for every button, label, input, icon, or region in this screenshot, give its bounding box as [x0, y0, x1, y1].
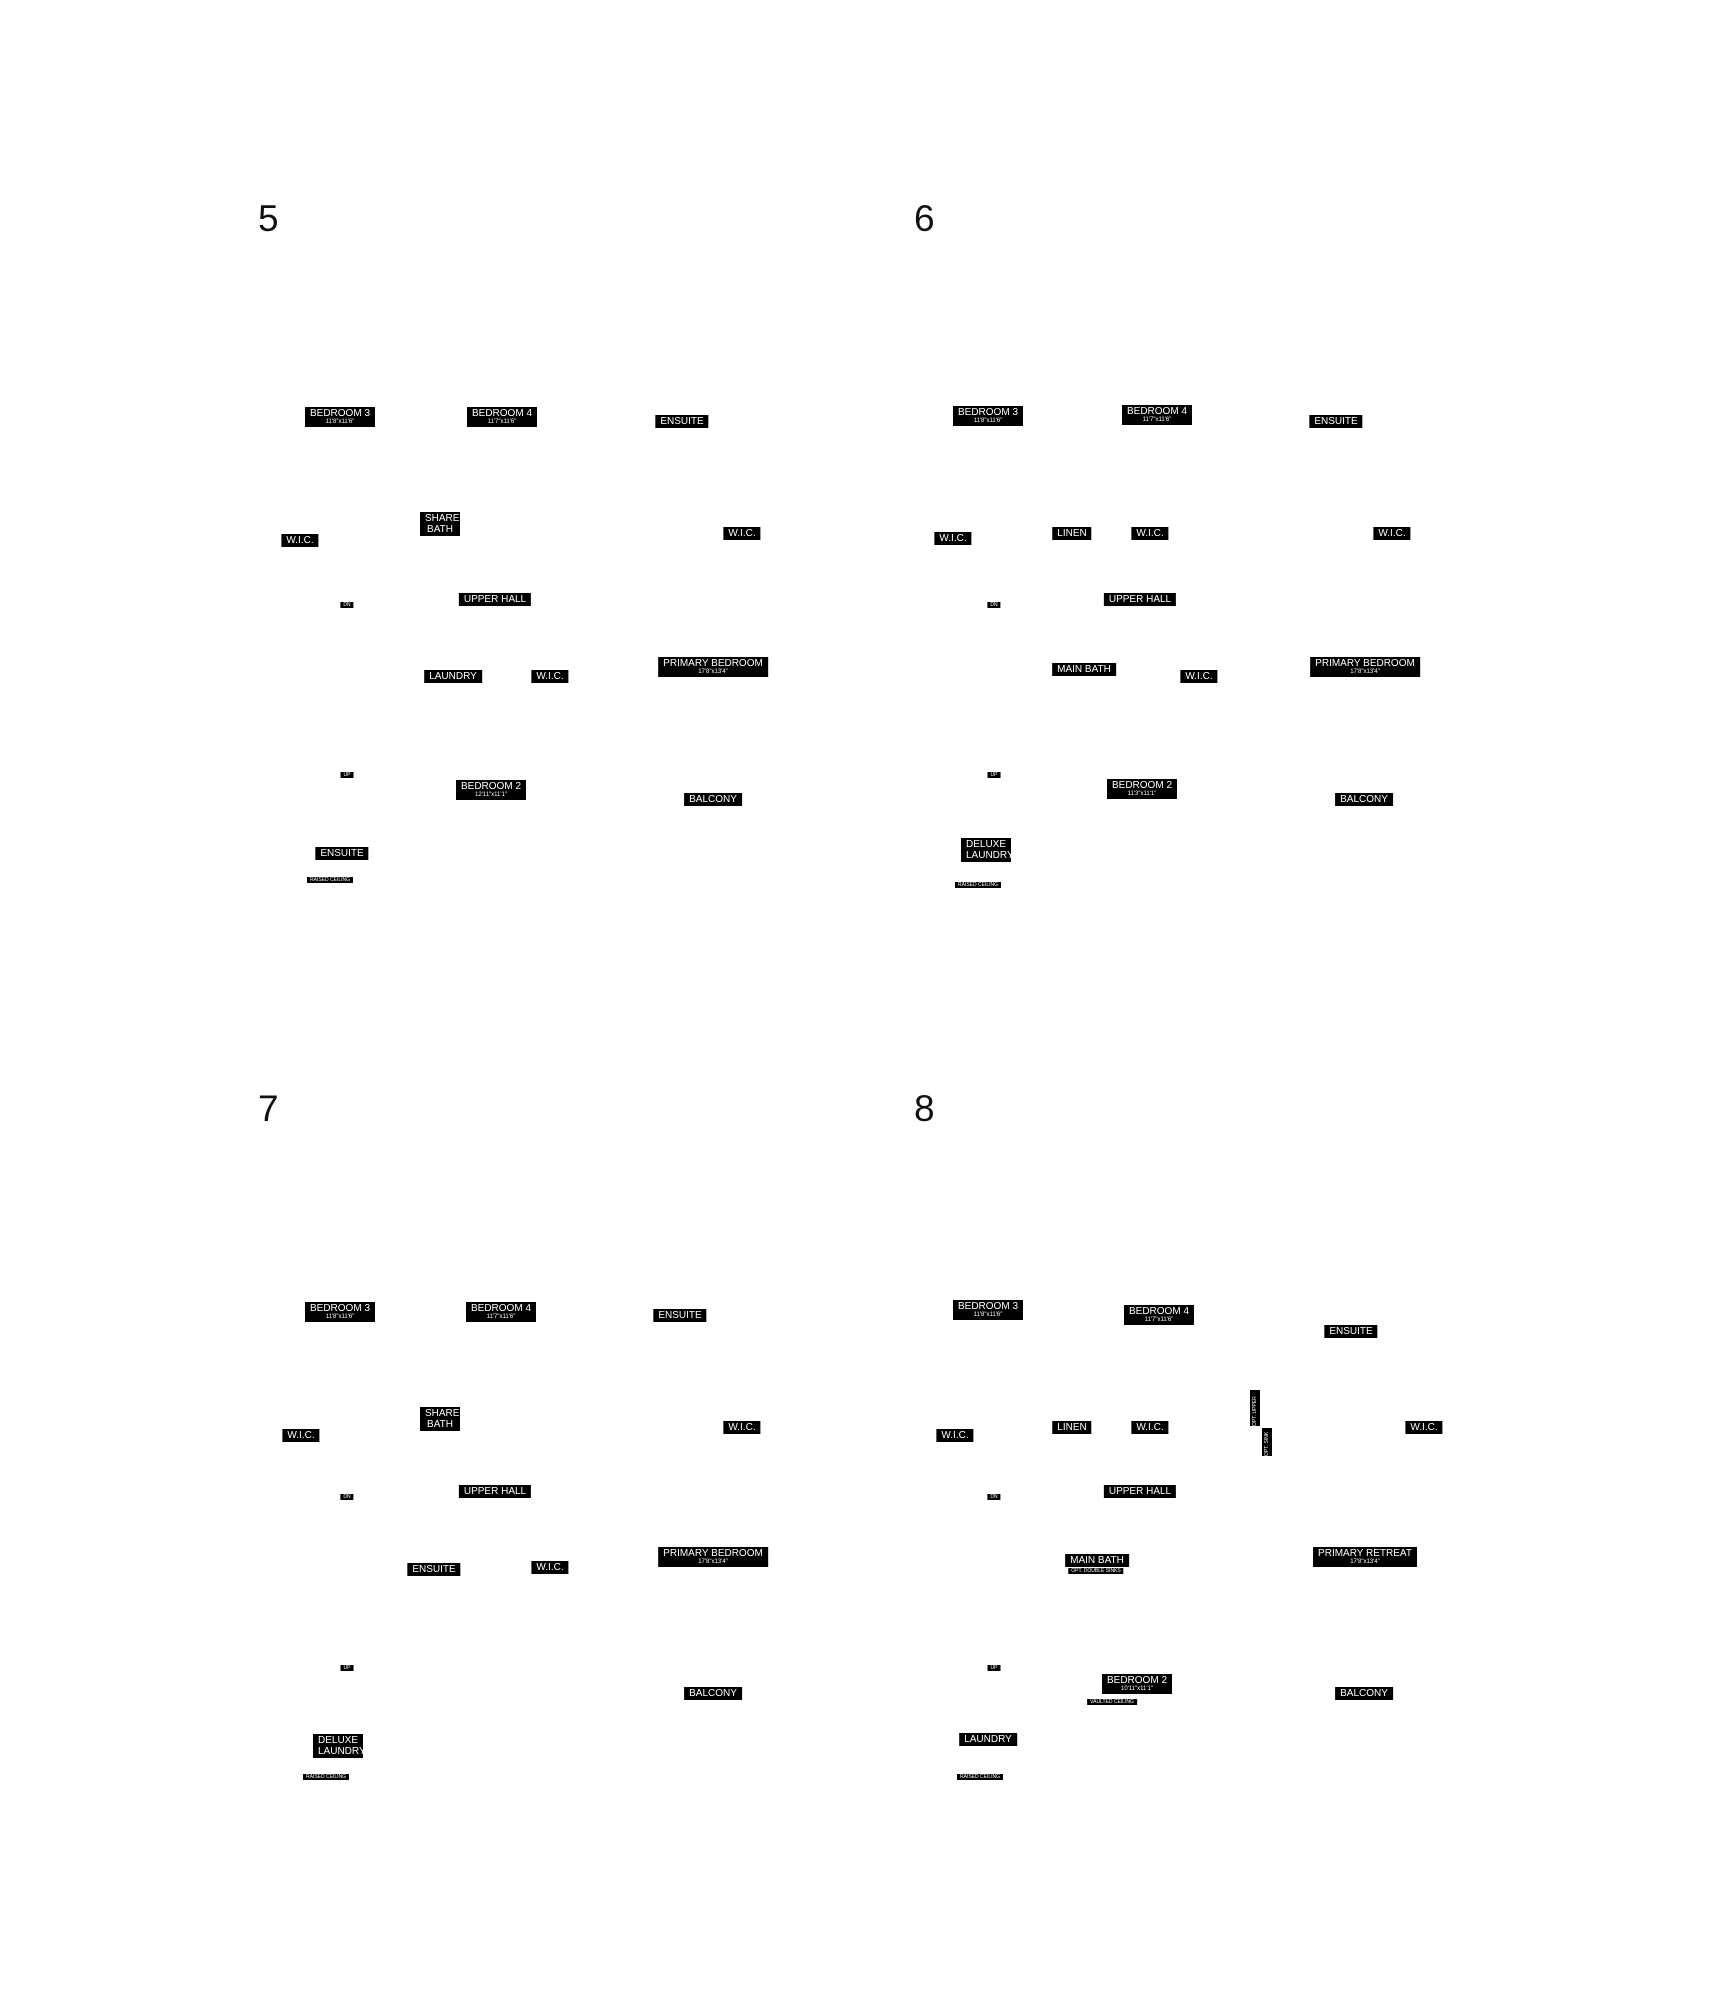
room-label-bedroom-3: BEDROOM 3 11'8"x11'6"	[304, 1302, 376, 1322]
room-label-primary-bedroom: PRIMARY BEDROOM 17'8"x13'4"	[1310, 657, 1420, 677]
room-label-upper-hall: UPPER HALL	[1103, 593, 1177, 606]
room-label-bedroom-2: BEDROOM 2 10'11"x11'1"	[1101, 1674, 1173, 1694]
stair-down-label: DN	[987, 1494, 1001, 1500]
room-label-upper-hall: UPPER HALL	[1103, 1485, 1177, 1498]
room-label-ensuite: ENSUITE	[1324, 1325, 1378, 1338]
room-label-balcony: BALCONY	[1335, 793, 1393, 806]
room-label-ensuite: ENSUITE	[655, 415, 709, 428]
room-label-balcony: BALCONY	[684, 1687, 742, 1700]
room-label-bedroom-3: BEDROOM 3 11'8"x11'6"	[952, 406, 1024, 426]
room-label-primary-retreat: PRIMARY RETREAT 17'8"x13'4"	[1313, 1547, 1417, 1567]
room-label-ensuite: ENSUITE	[315, 847, 369, 860]
room-label-bedroom-2: BEDROOM 2 12'11"x11'1"	[455, 780, 527, 800]
room-label-wic: W.I.C.	[934, 532, 972, 545]
stair-up-label: UP	[987, 772, 1001, 778]
stair-up-label: UP	[987, 1665, 1001, 1671]
room-label-primary-bedroom: PRIMARY BEDROOM 17'8"x13'4"	[658, 1547, 768, 1567]
room-label-laundry: LAUNDRY	[424, 670, 482, 683]
opt-sink-note: OPT. SINK	[1262, 1428, 1272, 1456]
room-label-wic: W.I.C.	[1373, 527, 1411, 540]
room-label-bedroom-4: BEDROOM 4 11'7"x11'6"	[1121, 405, 1193, 425]
raised-ceiling-note: RAISED CEILING	[956, 1774, 1004, 1780]
room-label-wic: W.I.C.	[531, 1561, 569, 1574]
room-label-wic: W.I.C.	[281, 534, 319, 547]
room-label-ensuite: ENSUITE	[653, 1309, 707, 1322]
floor-plan-option-5: 5 BEDROOM 3 11'8"x11'6" BEDROOM 4 11'7"x…	[250, 200, 890, 1000]
room-label-shared-bath: SHARED BATH	[420, 1407, 467, 1431]
room-label-bedroom-4: BEDROOM 4 11'7"x11'6"	[1123, 1305, 1195, 1325]
room-label-deluxe-laundry: DELUXE LAUNDRY	[961, 838, 1014, 862]
room-label-linen: LINEN	[1052, 1421, 1092, 1434]
room-label-ensuite: ENSUITE	[407, 1563, 461, 1576]
room-label-wic: W.I.C.	[282, 1429, 320, 1442]
stair-down-label: DN	[987, 602, 1001, 608]
room-label-balcony: BALCONY	[684, 793, 742, 806]
room-label-shared-bath: SHARED BATH	[420, 512, 467, 536]
room-label-bedroom-4: BEDROOM 4 11'7"x11'6"	[465, 1302, 537, 1322]
floor-plan-option-7: 7 BEDROOM 3 11'8"x11'6" BEDROOM 4 11'7"x…	[250, 1090, 890, 1890]
room-label-wic: W.I.C.	[723, 527, 761, 540]
stair-up-label: UP	[340, 772, 354, 778]
vaulted-ceiling-note: VAULTED CEILING	[1087, 1699, 1137, 1705]
room-label-bedroom-3: BEDROOM 3 11'8"x11'6"	[952, 1300, 1024, 1320]
room-label-wic: W.I.C.	[1405, 1421, 1443, 1434]
room-label-wic: W.I.C.	[1131, 527, 1169, 540]
opt-upper-note: OPT. UPPER	[1250, 1390, 1260, 1426]
raised-ceiling-note: RAISED CEILING	[302, 1774, 350, 1780]
room-label-linen: LINEN	[1052, 527, 1092, 540]
room-label-wic: W.I.C.	[1131, 1421, 1169, 1434]
stair-up-label: UP	[340, 1665, 354, 1671]
room-label-main-bath: MAIN BATH	[1065, 1554, 1129, 1567]
stair-down-label: DN	[340, 602, 354, 608]
raised-ceiling-note: RAISED CEILING	[306, 877, 354, 883]
room-label-upper-hall: UPPER HALL	[458, 1485, 532, 1498]
floor-plan-option-6: 6 BEDROOM 3 11'8"x11'6" BEDROOM 4 11'7"x…	[906, 200, 1546, 1000]
room-label-main-bath: MAIN BATH	[1052, 663, 1116, 676]
room-label-wic: W.I.C.	[1180, 670, 1218, 683]
room-label-bedroom-4: BEDROOM 4 11'7"x11'6"	[466, 407, 538, 427]
opt-double-sinks-note: OPT. DOUBLE SINKS	[1068, 1568, 1124, 1574]
option-number: 6	[914, 198, 935, 239]
room-label-wic: W.I.C.	[723, 1421, 761, 1434]
room-label-laundry: LAUNDRY	[959, 1733, 1017, 1746]
room-label-primary-bedroom: PRIMARY BEDROOM 17'8"x13'4"	[658, 657, 768, 677]
room-label-ensuite: ENSUITE	[1309, 415, 1363, 428]
room-label-deluxe-laundry: DELUXE LAUNDRY	[313, 1734, 366, 1758]
room-label-wic: W.I.C.	[531, 670, 569, 683]
room-label-balcony: BALCONY	[1335, 1687, 1393, 1700]
raised-ceiling-note: RAISED CEILING	[954, 882, 1002, 888]
room-label-wic: W.I.C.	[936, 1429, 974, 1442]
room-label-upper-hall: UPPER HALL	[458, 593, 532, 606]
stair-down-label: DN	[340, 1494, 354, 1500]
room-label-bedroom-2: BEDROOM 2 11'3"x11'1"	[1106, 779, 1178, 799]
option-number: 5	[258, 198, 279, 239]
option-number: 8	[914, 1088, 935, 1129]
room-label-bedroom-3: BEDROOM 3 11'8"x11'6"	[304, 407, 376, 427]
floor-plan-option-8: 8 BEDROOM 3 11'8"x11'6" BEDROOM 4 11'7"x…	[906, 1090, 1546, 1890]
option-number: 7	[258, 1088, 279, 1129]
